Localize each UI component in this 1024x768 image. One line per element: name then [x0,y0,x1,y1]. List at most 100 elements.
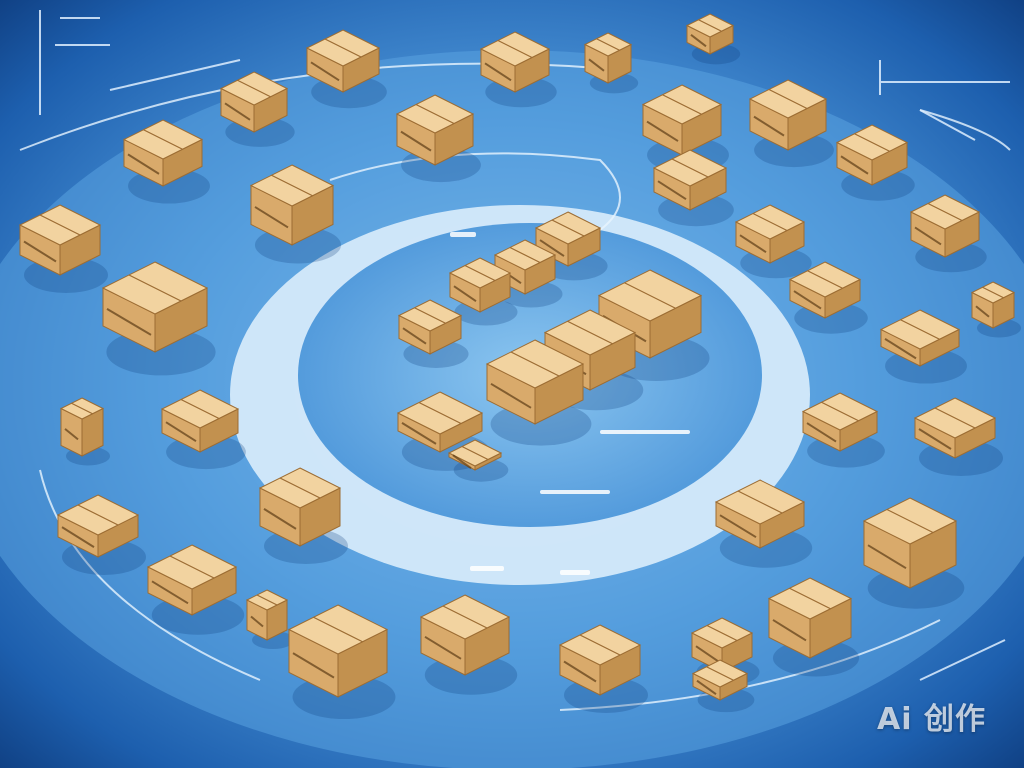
cardboard-box [767,577,860,677]
box-tape [821,401,859,422]
box-tape [464,264,496,282]
box-tape [77,504,119,526]
box-tape [807,270,843,289]
cardboard-box [862,497,965,609]
cardboard-box [287,604,396,720]
cardboard-box [788,261,868,334]
box-tape [579,634,621,656]
box-stripe [793,290,822,310]
box-tape [510,351,560,377]
box-stripe [484,62,512,82]
box-stripe [739,234,767,254]
cardboard-box [395,94,481,183]
box-tape [768,88,808,110]
cardboard-box [56,494,146,575]
cardboard-box [396,391,491,471]
cardboard-box [18,204,108,293]
cardboard-box [714,479,813,568]
box-tape [180,398,220,420]
box-tape [143,129,183,150]
cardboard-box [59,397,111,466]
box-tape [324,38,362,58]
box-stripe [646,120,679,142]
box-stripe [64,428,79,441]
cardboard-box [101,261,216,376]
box-stripe [224,102,251,121]
cardboard-box [835,124,915,201]
box-tape [662,94,702,115]
box-tape [256,594,278,606]
cardboard-box [801,392,885,468]
watermark-logo: Ai 创作 [877,702,986,737]
box-stripe [840,155,869,175]
box-stripe [424,635,462,660]
box-tape [900,319,940,340]
box-stripe [263,508,297,530]
box-stripe [975,305,990,318]
cardboard-box [146,544,245,635]
box-stripe [806,422,837,443]
cardboard-box [160,389,246,470]
box-tape [854,133,890,152]
box-tape [737,490,783,514]
box-tape [698,19,722,32]
cardboard-box [970,281,1022,338]
box-tape [169,555,215,579]
cardboard-box [122,119,210,204]
box-tape [596,38,620,51]
cardboard-box [734,204,812,279]
cardboard-box [419,594,518,695]
cardboard-box [685,13,741,65]
box-tape [551,219,585,237]
box-tape [39,214,81,236]
box-tape [418,401,462,425]
box-stripe [539,239,565,257]
box-tape [313,616,363,643]
cardboard-box [397,299,469,368]
box-stripe [254,206,289,229]
box-tape [706,624,738,642]
cardboard-box [913,397,1003,476]
road-dashes [450,232,690,575]
box-stripe [696,679,717,695]
decorative-labels [39,10,1010,681]
box-tape [886,508,934,534]
box-stripe [772,619,807,642]
box-stripe [690,34,707,48]
box-tape [128,274,182,302]
box-tape [567,320,613,345]
box-tape [706,666,734,681]
box-stripe [490,382,532,409]
box-tape [237,79,271,98]
box-tape [271,174,313,197]
box-tape [789,587,831,610]
box-tape [927,202,963,222]
box-stripe [250,615,264,628]
box-tape [279,477,321,499]
cardboard-box [447,439,509,482]
box-stripe [151,580,189,605]
cardboard-box [485,339,592,446]
box-tape [509,246,541,264]
box-tape [982,286,1004,299]
boxes-group [18,13,1022,720]
box-stripe [402,327,427,345]
box-stripe [867,544,907,570]
box-stripe [657,180,687,201]
box-stripe [563,660,597,683]
cardboard-box [652,149,734,227]
box-tape [71,402,93,415]
box-stripe [61,526,95,548]
cardboard-box [909,194,987,273]
box-stripe [400,130,432,152]
cardboard-box [558,624,648,713]
box-stripe [695,645,719,663]
cardboard-box [748,79,834,168]
cardboard-box [583,32,639,94]
box-tape [752,212,788,232]
box-tape [497,39,533,59]
cardboard-box [448,257,518,326]
box-stripe [401,422,437,445]
box-stripe [452,454,472,470]
